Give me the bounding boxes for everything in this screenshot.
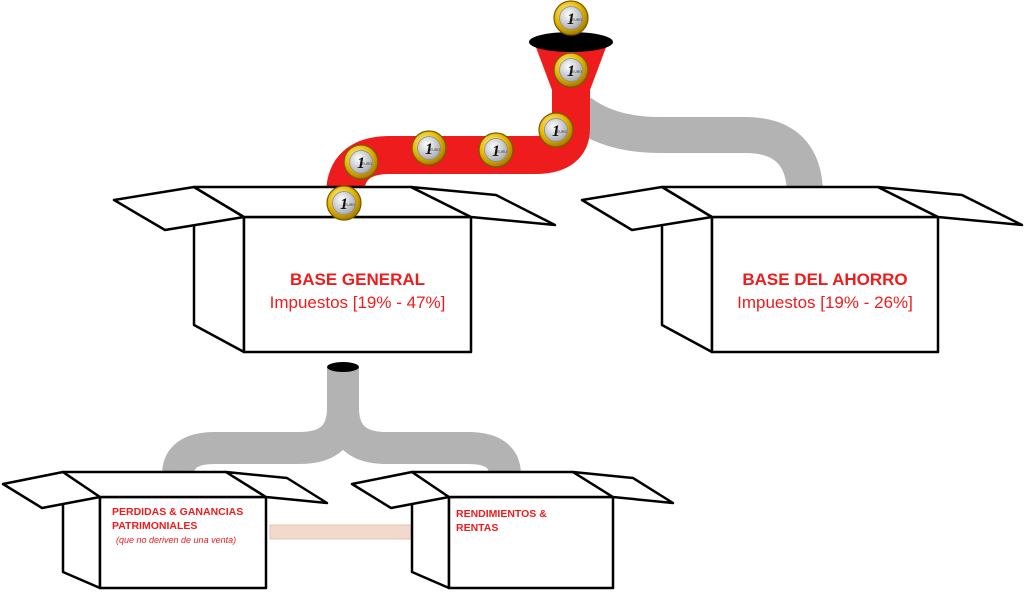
- perdidas-note: (que no deriven de una venta): [116, 535, 237, 545]
- box-rendimientos-label: RENDIMIENTOS & RENTAS: [456, 507, 606, 535]
- coin-icon: [553, 0, 589, 36]
- base-general-title: BASE GENERAL: [289, 270, 426, 289]
- box-perdidas-label: PERDIDAS & GANANCIAS PATRIMONIALES (que …: [112, 505, 272, 547]
- open-box-icon: [580, 185, 1024, 354]
- open-box-icon: [1, 470, 329, 590]
- coin-icon: [343, 144, 379, 180]
- perdidas-title-line1: PERDIDAS & GANANCIAS: [112, 506, 244, 518]
- coin-icon: [411, 130, 447, 166]
- base-ahorro-rate: Impuestos [19% - 26%]: [737, 293, 913, 312]
- pipe-to-ahorro: [569, 97, 823, 196]
- rendimientos-title-line2: RENTAS: [456, 522, 499, 534]
- coin-icon: [538, 112, 574, 148]
- coin-icon: [553, 52, 589, 88]
- y-pipe: [327, 407, 521, 477]
- base-general-rate: Impuestos [19% - 47%]: [269, 293, 446, 312]
- y-pipe-top-opening: [327, 362, 359, 372]
- rendimientos-title-line1: RENDIMIENTOS &: [456, 508, 547, 520]
- pipe-to-general: [326, 88, 590, 197]
- coin-icon: [326, 185, 362, 221]
- funnel-top: [529, 32, 613, 52]
- pipe-icon: [269, 524, 436, 540]
- box-base-ahorro-label: BASE DEL AHORRO Impuestos [19% - 26%]: [712, 270, 938, 313]
- coin-icon: [478, 132, 514, 168]
- perdidas-title-line2: PATRIMONIALES: [112, 520, 198, 532]
- open-box-icon: [350, 470, 675, 590]
- base-ahorro-title: BASE DEL AHORRO: [742, 270, 908, 289]
- open-box-icon: [112, 185, 557, 354]
- box-base-general-label: BASE GENERAL Impuestos [19% - 47%]: [244, 270, 471, 313]
- y-pipe: [162, 368, 359, 477]
